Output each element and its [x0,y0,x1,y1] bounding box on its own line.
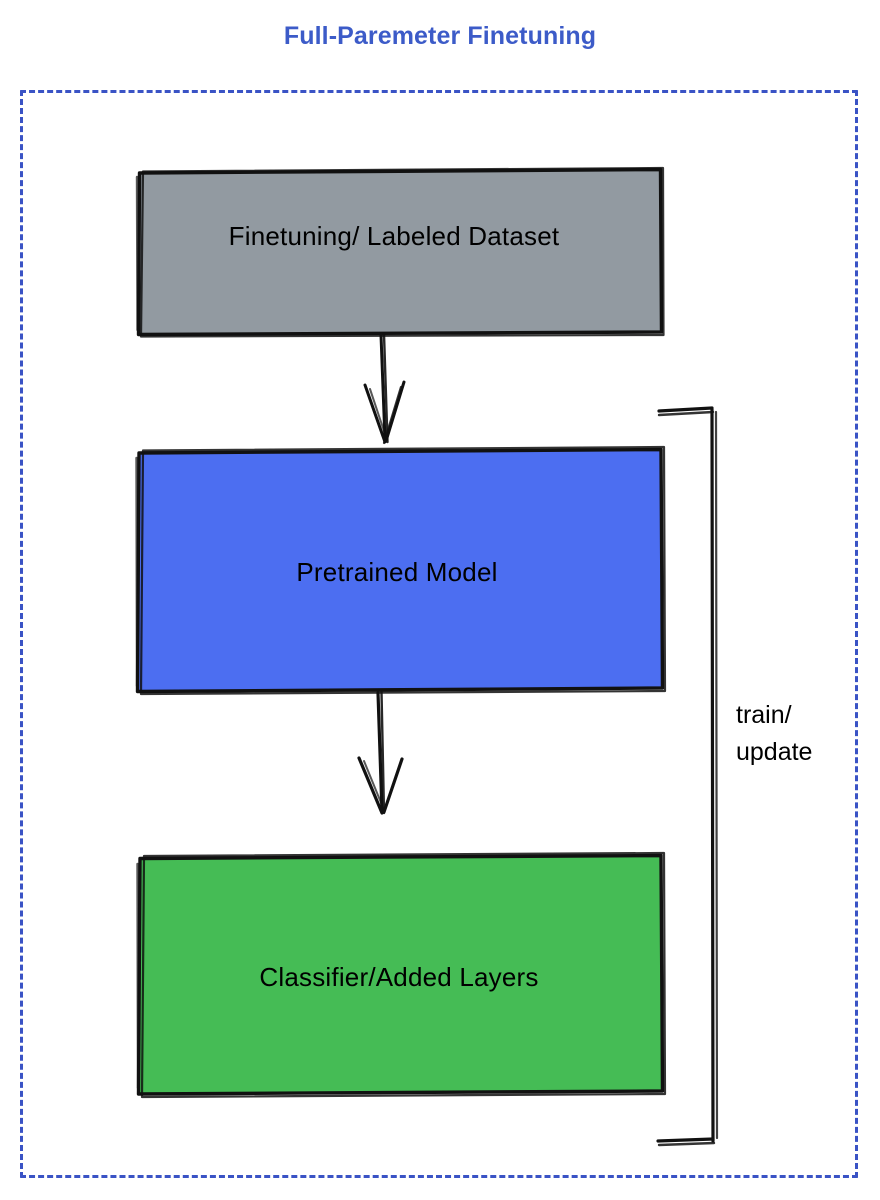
dashed-group-frame [20,90,858,1178]
page-title: Full-Paremeter Finetuning [283,22,597,50]
node-label-classifier: Classifier/Added Layers [259,962,539,992]
node-label-model: Pretrained Model [296,557,498,587]
node-label-dataset: Finetuning/ Labeled Dataset [228,221,560,251]
edge-label-train-update: train/ update [736,701,813,766]
